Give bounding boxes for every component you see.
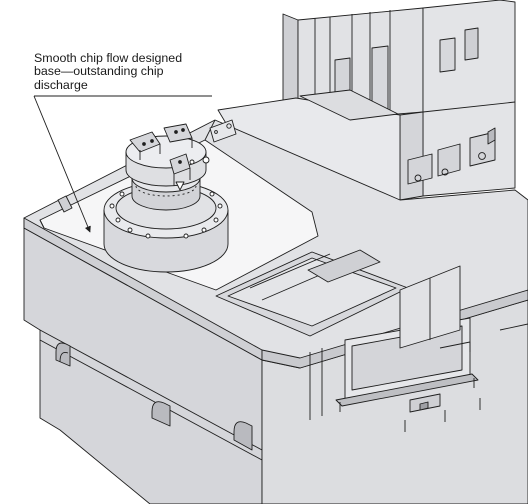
callout-line-1: Smooth chip flow designed: [34, 51, 183, 65]
callout-line-2: base—outstanding chip: [34, 64, 164, 79]
chip-flow-callout: Smooth chip flow designed base—outstandi…: [34, 51, 234, 92]
callout-leader: [33, 95, 212, 233]
callout-line-3: discharge: [34, 77, 88, 92]
chip-conveyor-opening: [215, 249, 461, 349]
rotary-table: [103, 123, 229, 273]
leader-arrow-icon: [33, 95, 91, 233]
